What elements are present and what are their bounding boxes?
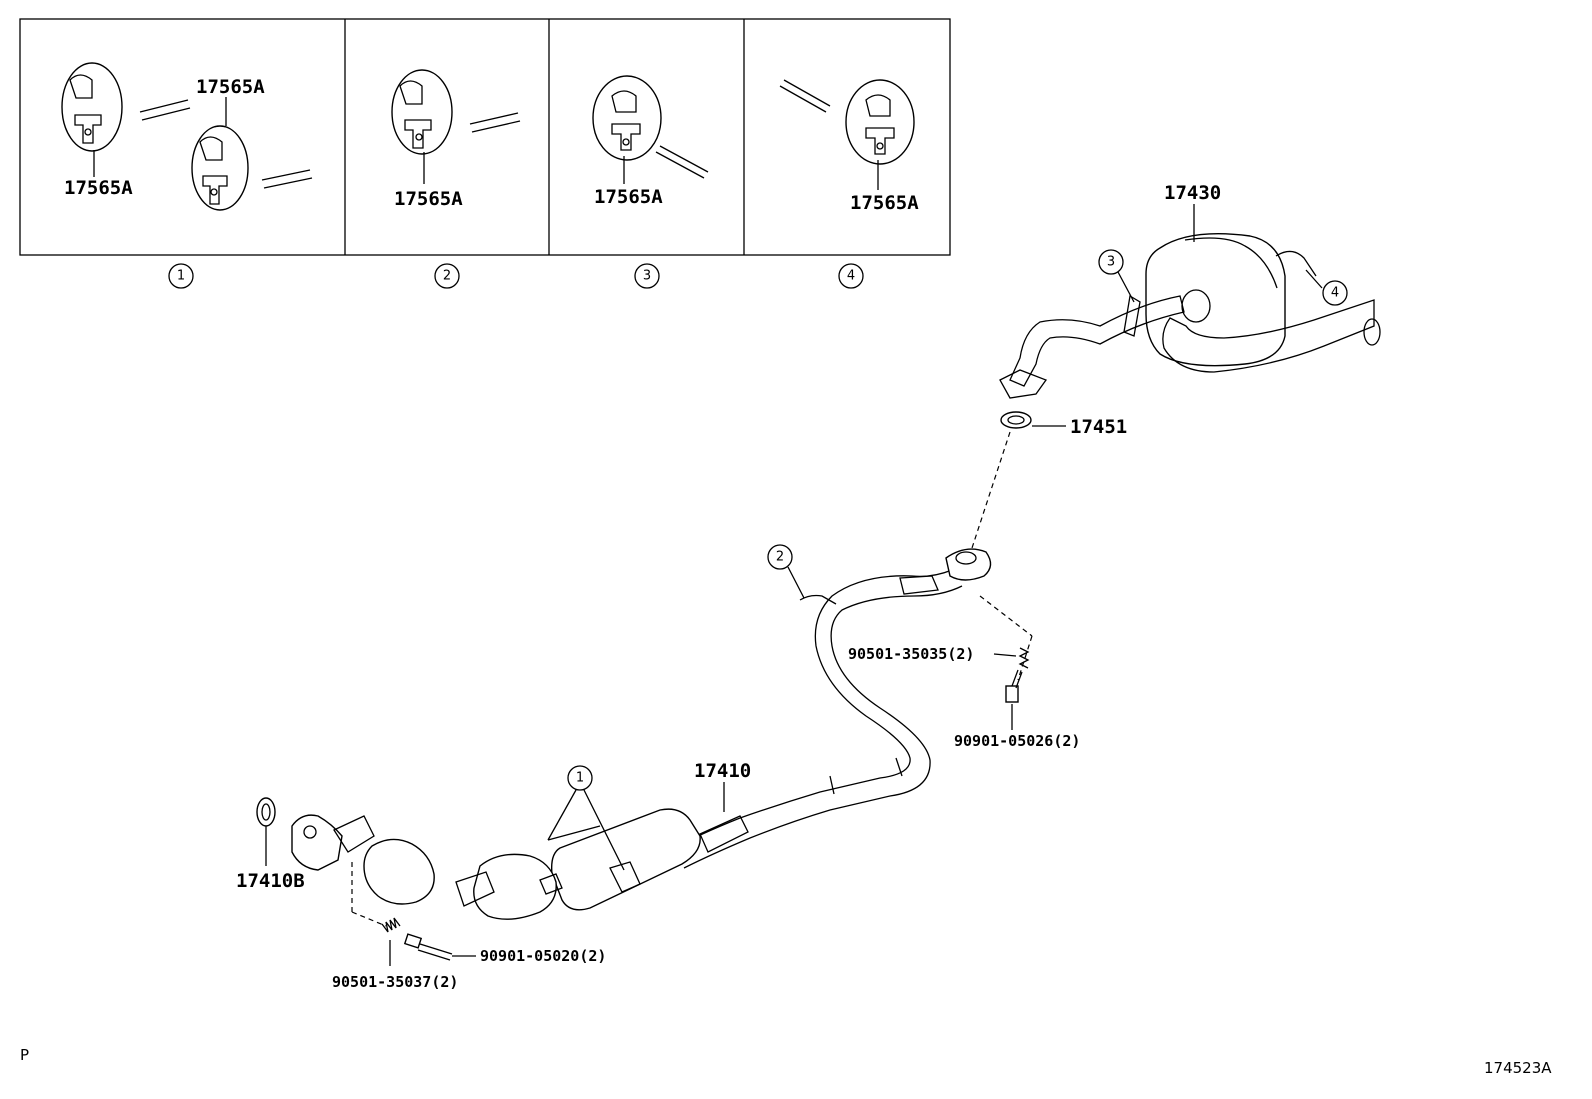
rubber-hanger-icon bbox=[845, 79, 915, 165]
diagram-code: 174523A bbox=[1484, 1059, 1552, 1077]
hanger-bracket bbox=[1123, 294, 1141, 337]
svg-text:4: 4 bbox=[1331, 286, 1339, 301]
part-label-17430: 17430 bbox=[1164, 182, 1221, 204]
leader-line bbox=[547, 825, 601, 841]
alignment-dashline bbox=[979, 595, 1033, 637]
circled-number-3: 3 bbox=[1098, 249, 1124, 275]
circled-number-3: 3 bbox=[634, 263, 660, 289]
leader-line bbox=[547, 789, 577, 841]
heat-shield-bracket bbox=[899, 575, 939, 595]
rubber-hanger-icon bbox=[391, 69, 453, 155]
pipe-outline bbox=[669, 569, 953, 851]
leader-line bbox=[583, 789, 625, 871]
panel-1: 17565A 17565A bbox=[61, 62, 313, 211]
leader-line bbox=[1305, 269, 1323, 289]
svg-text:1: 1 bbox=[177, 269, 185, 284]
hanger-rod-icon bbox=[139, 99, 191, 121]
svg-text:2: 2 bbox=[443, 269, 451, 284]
circled-number-1: 1 bbox=[567, 765, 593, 791]
center-pipe bbox=[669, 548, 992, 869]
bolt-icon bbox=[403, 933, 453, 961]
hanger-bracket bbox=[799, 594, 837, 605]
tail-pipe bbox=[1162, 299, 1375, 373]
circled-number-1: 1 bbox=[168, 263, 194, 289]
hanger-rod-icon bbox=[655, 145, 709, 179]
svg-text:1: 1 bbox=[576, 771, 584, 786]
hanger-bracket bbox=[609, 861, 641, 893]
hanger-rod-icon bbox=[261, 169, 313, 189]
part-label-17565A: 17565A bbox=[64, 177, 133, 199]
circled-number-4: 4 bbox=[838, 263, 864, 289]
center-pipe-flange bbox=[945, 548, 992, 581]
part-label-17565A: 17565A bbox=[196, 76, 265, 98]
part-label-90901-05026: 90901-05026(2) bbox=[954, 732, 1080, 750]
alignment-dashline bbox=[971, 431, 1011, 549]
svg-text:3: 3 bbox=[643, 269, 651, 284]
part-label-17451: 17451 bbox=[1070, 416, 1127, 438]
exhaust-manifold-converter bbox=[363, 838, 435, 905]
muffler-flange bbox=[999, 369, 1048, 399]
part-label-17410: 17410 bbox=[694, 760, 751, 782]
muffler-body bbox=[1145, 233, 1286, 367]
panel-4: 17565A bbox=[779, 79, 919, 214]
spring-icon bbox=[1018, 647, 1030, 669]
inset-panels: 17565A 17565A bbox=[19, 18, 951, 289]
front-pipe-assembly bbox=[291, 808, 749, 920]
front-flange bbox=[291, 814, 343, 871]
part-label-17565A: 17565A bbox=[594, 186, 663, 208]
pre-converter bbox=[473, 853, 557, 920]
gasket-ring bbox=[256, 797, 276, 827]
hanger-bracket bbox=[539, 873, 563, 895]
panel-3: 17565A bbox=[592, 75, 709, 208]
hanger-rod-icon bbox=[469, 112, 521, 133]
leader-line bbox=[1117, 271, 1135, 303]
leader-line bbox=[787, 566, 805, 599]
svg-text:2: 2 bbox=[776, 550, 784, 565]
catalytic-converter bbox=[550, 808, 701, 911]
part-label-90501-35037: 90501-35037(2) bbox=[332, 973, 458, 991]
leader-line bbox=[993, 653, 1017, 657]
spring-icon bbox=[381, 917, 401, 933]
rubber-hanger-icon bbox=[191, 125, 249, 211]
inlet-pipe bbox=[1009, 295, 1185, 387]
circled-number-2: 2 bbox=[434, 263, 460, 289]
hanger-rod-icon bbox=[779, 79, 831, 113]
circled-number-4: 4 bbox=[1322, 280, 1348, 306]
muffler-assembly bbox=[999, 233, 1381, 399]
hanger-bracket bbox=[1275, 250, 1317, 277]
footer-left-mark: P bbox=[20, 1046, 29, 1064]
rubber-hanger-icon bbox=[592, 75, 662, 161]
circled-number-2: 2 bbox=[767, 544, 793, 570]
svg-text:3: 3 bbox=[1107, 255, 1115, 270]
alignment-dashline bbox=[351, 911, 387, 927]
pipe-outline bbox=[683, 585, 963, 869]
part-label-17410B: 17410B bbox=[236, 870, 305, 892]
svg-text:4: 4 bbox=[847, 269, 855, 284]
alignment-dashline bbox=[1017, 635, 1033, 681]
inset-frame bbox=[19, 18, 951, 256]
panel-2: 17565A bbox=[391, 69, 521, 210]
gasket-ring bbox=[1000, 411, 1032, 429]
rubber-hanger-icon bbox=[61, 62, 123, 152]
bolt-icon bbox=[1005, 669, 1023, 703]
part-label-17565A: 17565A bbox=[394, 188, 463, 210]
part-label-90901-05020: 90901-05020(2) bbox=[480, 947, 606, 965]
part-label-17565A: 17565A bbox=[850, 192, 919, 214]
pipe-joint bbox=[699, 815, 749, 853]
part-label-90501-35035: 90501-35035(2) bbox=[848, 645, 974, 663]
